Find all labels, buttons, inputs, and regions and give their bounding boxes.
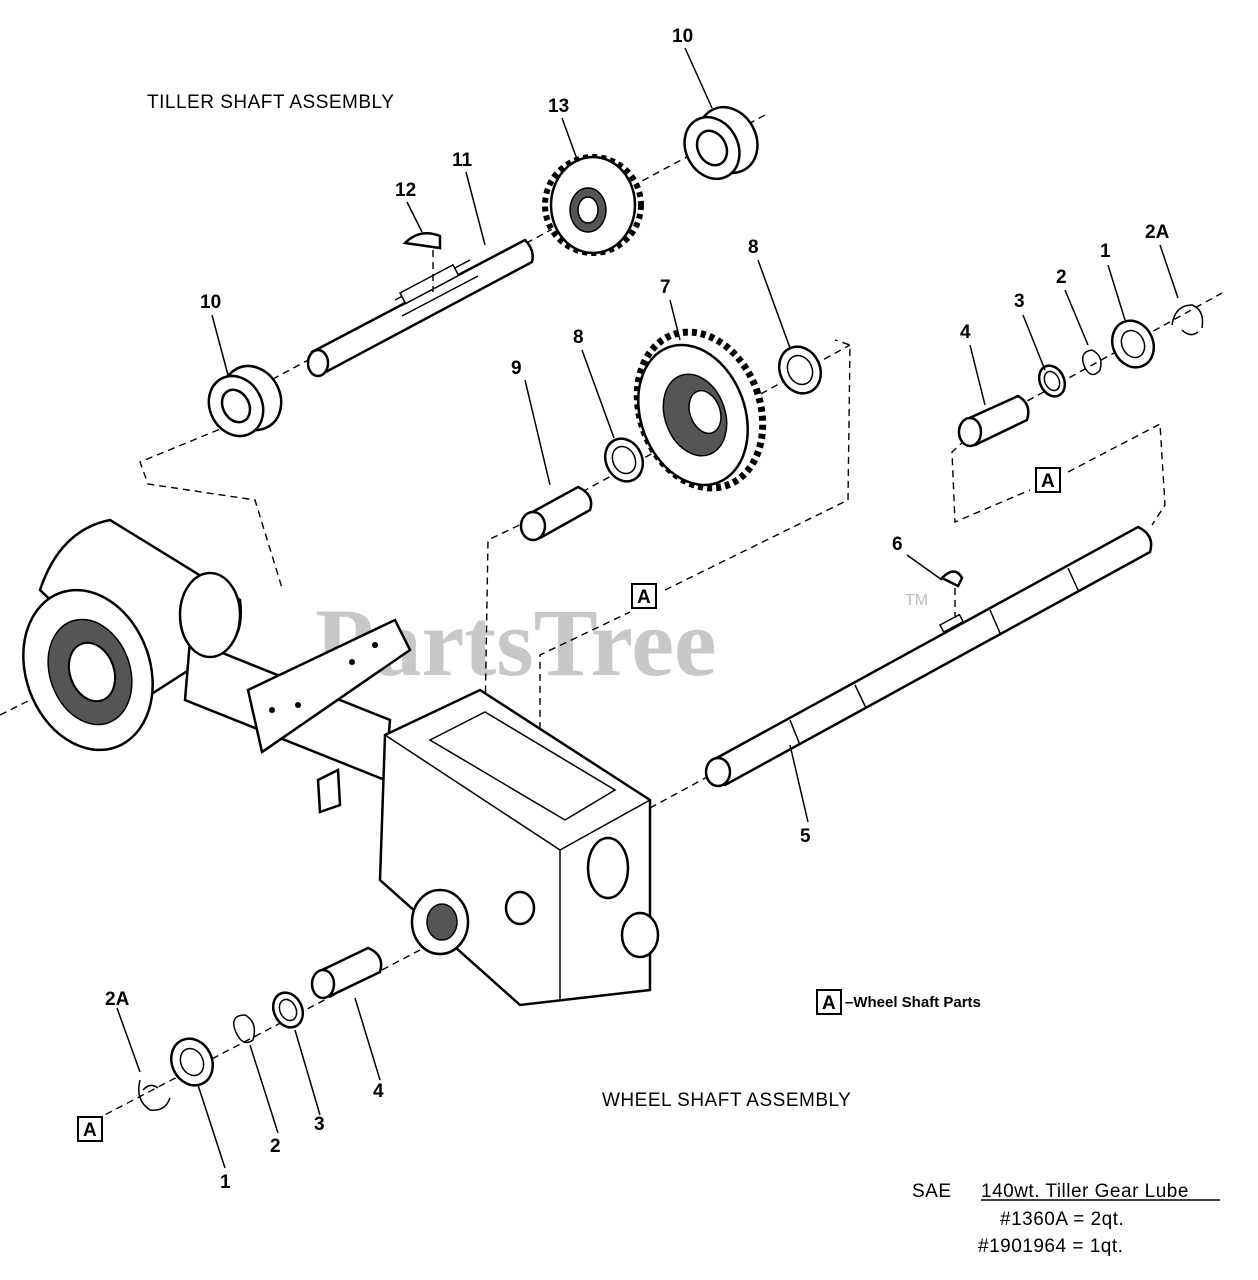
key-12 bbox=[402, 231, 442, 250]
bracket-gear-group bbox=[484, 519, 531, 721]
bearing-1-left-hole bbox=[179, 1047, 205, 1077]
svg-text:A: A bbox=[83, 1120, 97, 1141]
lube-line-2: #1901964 = 1qt. bbox=[978, 1236, 1123, 1257]
tiller-shaft-11 bbox=[306, 238, 534, 378]
box-label-a-left: A bbox=[77, 1116, 103, 1142]
wheel-shaft-assembly-title: WHEEL SHAFT ASSEMBLY bbox=[602, 1090, 851, 1111]
washer-8-right-hole bbox=[786, 354, 814, 386]
svg-text:A: A bbox=[1041, 471, 1055, 492]
callout-1-left: 1 bbox=[220, 1172, 231, 1193]
callout-4-left: 4 bbox=[373, 1081, 384, 1102]
clip-2a-right bbox=[1171, 304, 1204, 336]
washer-8-left-hole bbox=[611, 445, 637, 475]
washer-3-right-hole bbox=[1043, 370, 1061, 392]
legend: A –Wheel Shaft Parts bbox=[816, 989, 981, 1015]
callout-10-top: 10 bbox=[672, 26, 693, 47]
bushing-4-left bbox=[310, 946, 383, 1000]
legend-box-label: A bbox=[822, 993, 836, 1014]
tiller-housing bbox=[22, 518, 660, 1007]
lube-title: 140wt. Tiller Gear Lube bbox=[981, 1181, 1189, 1202]
bracket-tiller-bearing bbox=[139, 424, 283, 589]
callout-8-left: 8 bbox=[573, 327, 584, 348]
callout-7: 7 bbox=[660, 277, 671, 298]
wheel-shaft-5 bbox=[704, 525, 1153, 788]
callout-10-left: 10 bbox=[200, 292, 221, 313]
callout-3-left: 3 bbox=[314, 1114, 325, 1135]
callout-2a-left: 2A bbox=[105, 989, 130, 1010]
svg-text:A: A bbox=[637, 587, 651, 608]
callout-6: 6 bbox=[892, 534, 903, 555]
watermark-tm: TM bbox=[905, 592, 928, 609]
leader-lines bbox=[116, 47, 1179, 1169]
key-6 bbox=[939, 570, 964, 588]
washer-3-left-hole bbox=[278, 998, 298, 1022]
ring-2-left bbox=[233, 1014, 256, 1044]
bearing-1-right-hole bbox=[1120, 329, 1146, 359]
callout-9: 9 bbox=[511, 358, 522, 379]
callout-2-right: 2 bbox=[1056, 267, 1067, 288]
gear-7 bbox=[633, 328, 767, 492]
lube-prefix: SAE bbox=[912, 1181, 952, 1202]
bracket-wheel-right bbox=[951, 422, 1166, 526]
bearing-10-left bbox=[207, 364, 283, 438]
callout-8-right: 8 bbox=[748, 237, 759, 258]
mounting-plate bbox=[246, 618, 412, 755]
callout-11: 11 bbox=[452, 150, 473, 171]
clip-2a-left bbox=[138, 1079, 171, 1111]
lube-line-1: #1360A = 2qt. bbox=[1000, 1209, 1124, 1230]
bearing-10-top bbox=[683, 105, 759, 181]
bushing-4-right bbox=[957, 394, 1030, 448]
ring-2-right bbox=[1081, 349, 1102, 376]
callout-12: 12 bbox=[395, 180, 416, 201]
callout-5: 5 bbox=[800, 826, 811, 847]
callout-1-right: 1 bbox=[1100, 241, 1111, 262]
legend-text: –Wheel Shaft Parts bbox=[845, 994, 981, 1011]
box-label-a-center: A bbox=[631, 583, 657, 609]
callout-2a-right: 2A bbox=[1145, 222, 1170, 243]
lube-note: SAE 140wt. Tiller Gear Lube #1360A = 2qt… bbox=[912, 1181, 1220, 1257]
gear-13 bbox=[542, 154, 644, 256]
box-label-a-right: A bbox=[1035, 467, 1061, 493]
callout-3-right: 3 bbox=[1014, 291, 1025, 312]
callout-4-right: 4 bbox=[960, 322, 971, 343]
callout-2-left: 2 bbox=[270, 1136, 281, 1157]
tiller-shaft-assembly-title: TILLER SHAFT ASSEMBLY bbox=[147, 92, 394, 113]
bushing-9 bbox=[519, 485, 593, 542]
callout-13: 13 bbox=[548, 96, 569, 117]
